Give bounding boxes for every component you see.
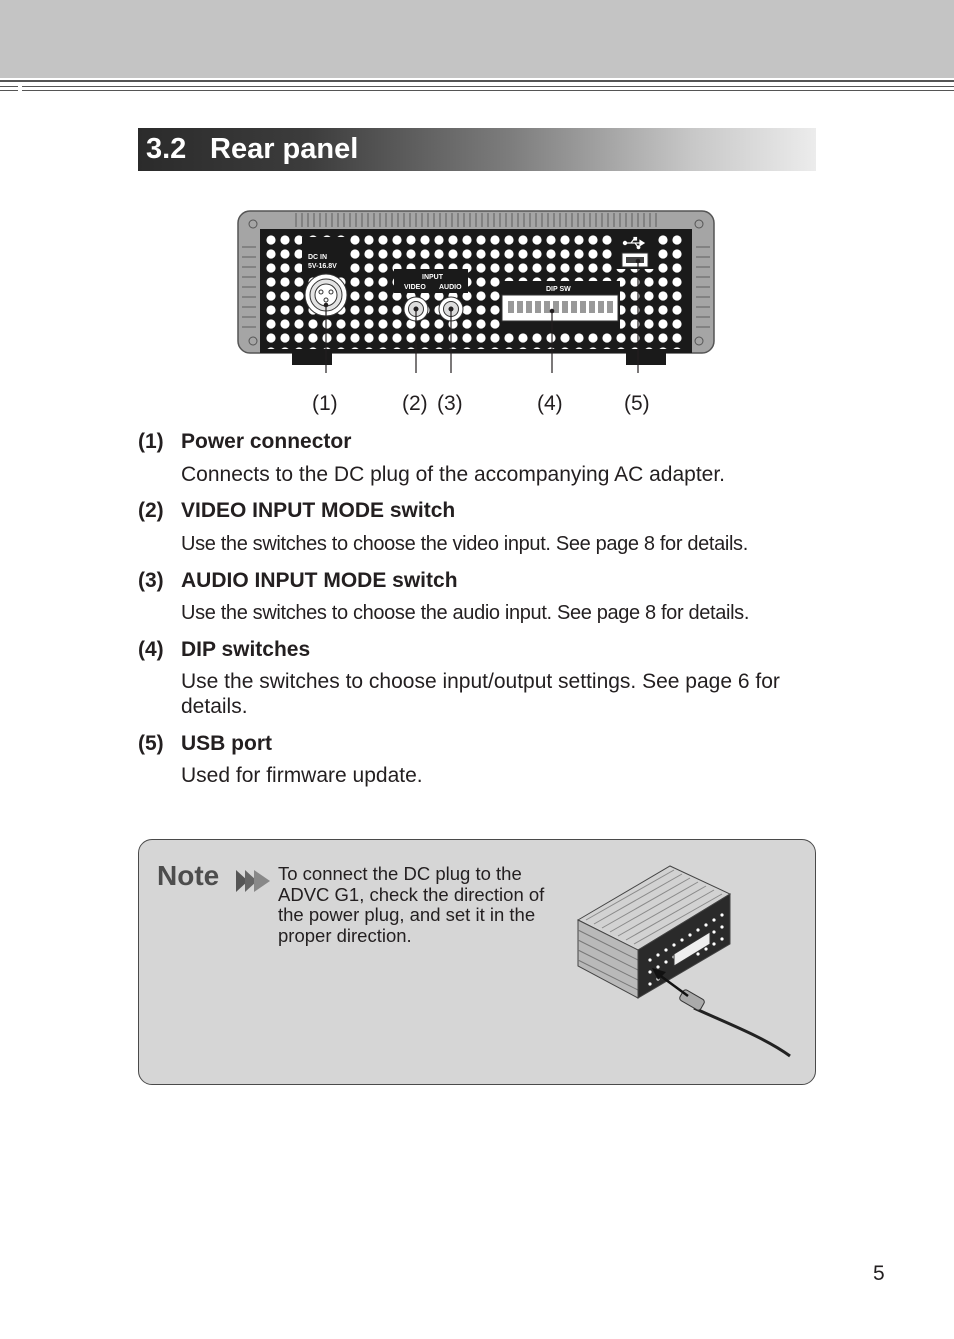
dc-range-label: 5V-16.8V bbox=[308, 263, 337, 270]
item-heading: AUDIO INPUT MODE switch bbox=[181, 569, 458, 592]
item-heading: USB port bbox=[181, 732, 272, 755]
item-description: Used for firmware update. bbox=[181, 764, 423, 787]
header-rule bbox=[0, 80, 954, 82]
callout-1: (1) bbox=[312, 392, 338, 415]
dip-switch-block bbox=[501, 294, 619, 322]
note-label: Note bbox=[157, 860, 220, 891]
dip-sw-label: DIP SW bbox=[546, 286, 571, 293]
device-connection-illustration bbox=[576, 865, 791, 1058]
item-number: (3) bbox=[138, 569, 164, 592]
item-description: Connects to the DC plug of the accompany… bbox=[181, 463, 726, 486]
item-heading: Power connector bbox=[181, 430, 352, 453]
input-label: INPUT bbox=[422, 274, 444, 281]
usb-icon bbox=[622, 236, 646, 250]
callout-2: (2) bbox=[402, 392, 428, 415]
item-description: Use the switches to choose input/output … bbox=[181, 670, 780, 718]
section-heading-bar bbox=[138, 128, 816, 171]
item-number: (2) bbox=[138, 499, 164, 522]
rear-panel-diagram: DC IN 5V-16.8V INPUT VIDEO AUDIO DIP SW bbox=[237, 210, 715, 373]
page-number: 5 bbox=[873, 1262, 885, 1285]
section-title-text: Rear panel bbox=[210, 133, 359, 165]
note-text: To connect the DC plug to the ADVC G1, c… bbox=[278, 863, 545, 946]
section-number: 3.2 bbox=[146, 133, 187, 165]
header-rule bbox=[22, 86, 954, 87]
item-number: (1) bbox=[138, 430, 164, 453]
header-band bbox=[0, 0, 954, 78]
callout-4: (4) bbox=[537, 392, 563, 415]
header-rule bbox=[0, 90, 18, 91]
item-heading: DIP switches bbox=[181, 638, 311, 661]
callout-5: (5) bbox=[624, 392, 650, 415]
callout-3: (3) bbox=[437, 392, 463, 415]
power-connector bbox=[304, 273, 348, 317]
video-label: VIDEO bbox=[404, 284, 426, 291]
header-rule bbox=[0, 86, 18, 87]
item-description: Use the switches to choose the video inp… bbox=[181, 533, 748, 555]
header-rule bbox=[22, 90, 954, 91]
item-number: (5) bbox=[138, 732, 164, 755]
note-arrow-icon bbox=[236, 870, 270, 892]
item-heading: VIDEO INPUT MODE switch bbox=[181, 499, 456, 522]
item-number: (4) bbox=[138, 638, 164, 661]
dc-in-label: DC IN bbox=[308, 254, 327, 261]
item-description: Use the switches to choose the audio inp… bbox=[181, 602, 750, 624]
audio-label: AUDIO bbox=[439, 284, 462, 291]
section-title: 3.2 Rear panel bbox=[146, 133, 358, 166]
